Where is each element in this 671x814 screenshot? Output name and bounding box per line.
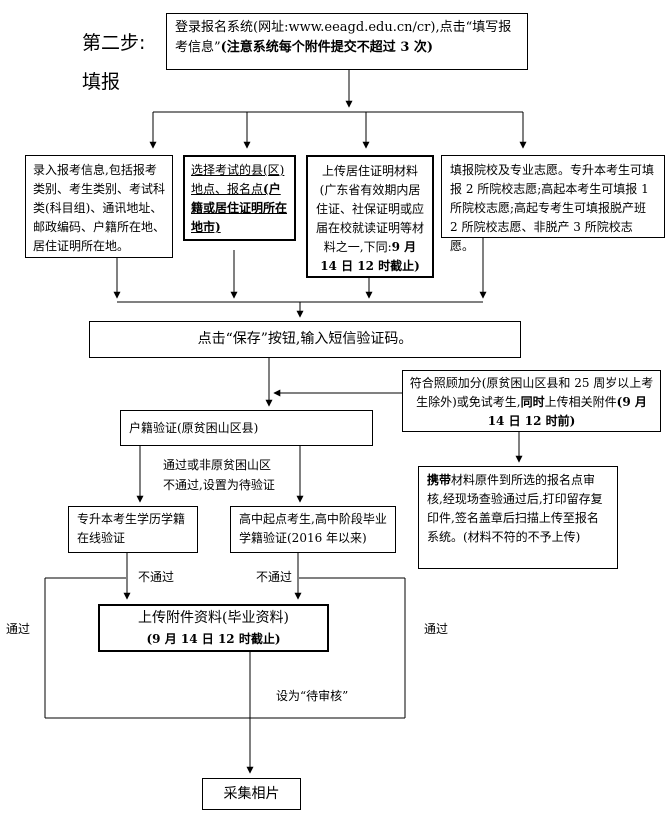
gz-verify-box: 高中起点考生,高中阶段毕业学籍验证(2016 年以来) [230,506,396,553]
huji-note-pass: 通过或非原贫困山区 [163,458,272,472]
pass-label-left: 通过 [6,622,31,636]
photo-text: 采集相片 [223,786,280,802]
step-heading: 第二步: [82,32,146,54]
county-note: (户籍或居住证明所在地市) [191,182,288,234]
bonus-simultaneous: 同时 [520,395,545,409]
huji-text: 户籍验证(原贫困山区县) [129,421,259,435]
huji-note-fail: 不通过,设置为待验证 [163,478,275,492]
carry-box: 携带材料原件到所选的报名点审核,经现场查验通过后,打印留存复印件,签名盖章后扫描… [418,466,618,569]
bonus-text: 符合照顾加分(原贫困山区县和 25 周岁以上考生除外)或免试考生, [409,376,654,409]
bonus-deadline: (9 月 14 日 12 时前) [487,395,647,428]
upload-box: 上传附件资料(毕业资料) (9 月 14 日 12 时截止) [98,604,329,652]
fail-label-right: 不通过 [256,570,293,584]
bonus-text-2: 上传相关附件 [544,395,617,409]
college-text: 填报院校及专业志愿。专升本考生可填报 2 所院校志愿;高起本考生可填报 1 所院… [450,163,655,253]
login-note: (注意系统每个附件提交不超过 3 次) [220,40,434,55]
info-text: 录入报考信息,包括报考类别、考生类别、考试科类(科目组)、通讯地址、邮政编码、户… [33,163,166,253]
residence-deadline: 9 月 14 日 12 时截止) [320,240,420,273]
bonus-box: 符合照顾加分(原贫困山区县和 25 周岁以上考生除外)或免试考生,同时上传相关附… [402,370,661,432]
county-text: 选择考试的县(区)地点、报名点 [191,163,285,196]
upload-text: 上传附件资料(毕业资料) [138,610,289,626]
residence-text: 上传居住证明材料(广东省有效期内居住证、社保证明或应届在校就读证明等材料之一,下… [315,164,424,254]
college-box: 填报院校及专业志愿。专升本考生可填报 2 所院校志愿;高起本考生可填报 1 所院… [441,155,665,253]
pass-label-right: 通过 [424,622,449,636]
zsb-verify-box: 专升本考生学历学籍在线验证 [68,506,198,553]
gz-verify-text: 高中起点考生,高中阶段毕业学籍验证(2016 年以来) [239,512,387,545]
photo-box: 采集相片 [202,778,301,810]
info-box: 录入报考信息,包括报考类别、考生类别、考试科类(科目组)、通讯地址、邮政编码、户… [25,155,173,258]
carry-text: 材料原件到所选的报名点审核,经现场查验通过后,打印留存复印件,签名盖章后扫描上传… [427,473,603,544]
fail-label-left: 不通过 [138,570,175,584]
step-subheading: 填报 [82,71,121,93]
save-text: 点击“保存”按钮,输入短信验证码。 [197,331,413,347]
pending-review-label: 设为“待审核” [276,689,349,703]
login-box: 登录报名系统(网址:www.eeagd.edu.cn/cr),点击“填写报考信息… [166,13,528,70]
zsb-verify-text: 专升本考生学历学籍在线验证 [77,512,186,545]
residence-box: 上传居住证明材料(广东省有效期内居住证、社保证明或应届在校就读证明等材料之一,下… [306,155,434,278]
county-box: 选择考试的县(区)地点、报名点(户籍或居住证明所在地市) [183,155,296,241]
huji-box: 户籍验证(原贫困山区县) [120,410,373,446]
login-text: 登录报名系统(网址:www.eeagd.edu.cn/cr),点击“填写报考信息… [175,20,512,55]
upload-deadline: (9 月 14 日 12 时截止) [146,632,281,646]
carry-bold: 携带 [427,473,452,487]
save-box: 点击“保存”按钮,输入短信验证码。 [89,321,521,358]
